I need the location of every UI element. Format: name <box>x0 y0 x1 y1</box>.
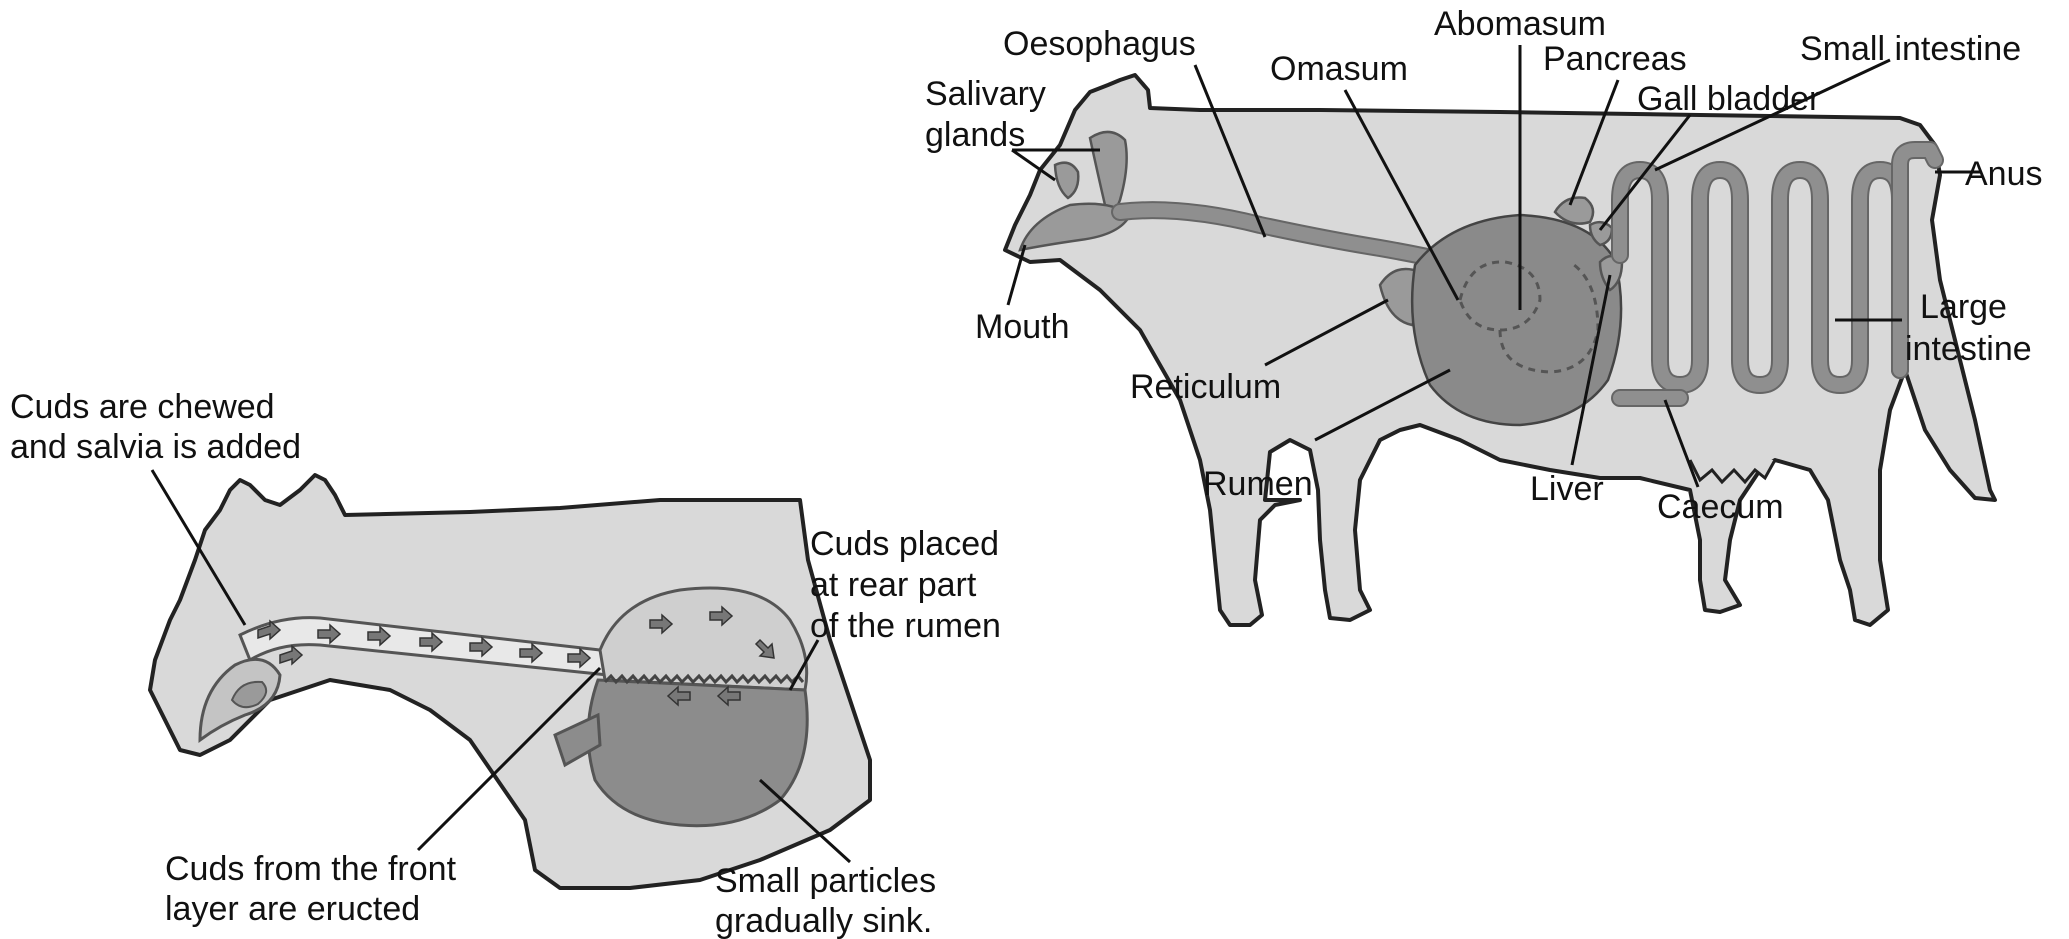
label-small-intestine: Small intestine <box>1800 30 2021 68</box>
label-small-particles-line1: Small particles <box>715 862 936 900</box>
label-cuds-chewed-line1: Cuds are chewed <box>10 388 275 426</box>
right-panel-digestive-system: Oesophagus Salivary glands Mouth Omasum … <box>925 5 2043 625</box>
label-caecum: Caecum <box>1657 488 1784 526</box>
label-cuds-rear-line3: of the rumen <box>810 607 1001 645</box>
label-liver: Liver <box>1530 470 1604 508</box>
label-small-particles-line2: gradually sink. <box>715 902 932 939</box>
label-abomasum: Abomasum <box>1434 5 1606 43</box>
label-anus: Anus <box>1965 155 2043 193</box>
label-pancreas: Pancreas <box>1543 40 1687 78</box>
label-omasum: Omasum <box>1270 50 1408 88</box>
label-reticulum: Reticulum <box>1130 368 1281 406</box>
label-rumen: Rumen <box>1203 465 1313 503</box>
label-gall-bladder: Gall bladder <box>1637 80 1820 118</box>
label-large-intestine-line1: Large <box>1920 288 2007 326</box>
label-cuds-rear-line1: Cuds placed <box>810 525 999 563</box>
rumen-lower-left <box>588 680 807 826</box>
label-salivary-line2: glands <box>925 116 1025 154</box>
left-panel-rumination: Cuds are chewed and salvia is added Cuds… <box>10 388 1001 939</box>
label-cuds-chewed-line2: and salvia is added <box>10 428 301 466</box>
label-cuds-eructed-line1: Cuds from the front <box>165 850 457 888</box>
label-cuds-rear-line2: at rear part <box>810 566 977 604</box>
label-cuds-eructed-line2: layer are eructed <box>165 890 420 928</box>
label-mouth: Mouth <box>975 308 1070 346</box>
label-large-intestine-line2: intestine <box>1905 330 2032 368</box>
label-salivary-line1: Salivary <box>925 75 1046 113</box>
rumen-organ <box>1412 215 1621 425</box>
label-oesophagus: Oesophagus <box>1003 25 1196 63</box>
